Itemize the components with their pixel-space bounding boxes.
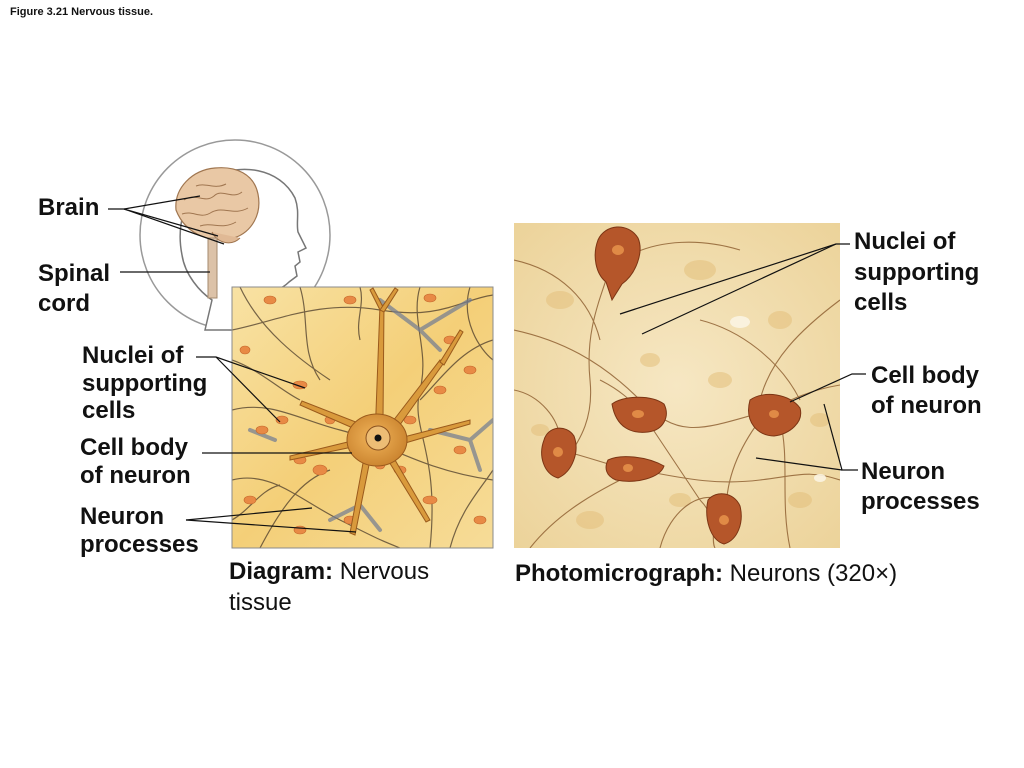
micro-label-processes-line1: Neuron bbox=[861, 458, 945, 485]
spinal-cord-shape bbox=[207, 237, 218, 299]
diagram-label-nuclei-line3: cells bbox=[82, 397, 136, 424]
photo-subtitle-text: Neurons (320×) bbox=[723, 560, 898, 587]
label-spinal-cord-line1: Spinal bbox=[38, 260, 111, 287]
diagram-subtitle-line2: tissue bbox=[229, 589, 292, 616]
micro-neuron-5 bbox=[605, 456, 665, 482]
diagram-label-nuclei-line2: supporting bbox=[82, 370, 208, 397]
diagram-label-cell-body-line2: of neuron bbox=[80, 462, 191, 489]
label-brain: Brain bbox=[38, 194, 100, 221]
diagram-subtitle-text: Nervous bbox=[333, 558, 430, 585]
diagram-subtitle-bold: Diagram: bbox=[229, 558, 334, 585]
label-spinal-cord-line2: cord bbox=[38, 290, 91, 317]
photo-subtitle: Photomicrograph: Neurons (320×) bbox=[515, 559, 897, 589]
micro-label-cell-body-line1: Cell body bbox=[871, 362, 980, 389]
micro-label-cell-body-line2: of neuron bbox=[871, 392, 982, 419]
micro-label-processes-line2: processes bbox=[861, 488, 980, 515]
diagram-label-nuclei-line1: Nuclei of bbox=[82, 342, 184, 369]
diagram-subtitle: Diagram: Nervous bbox=[229, 557, 429, 587]
tissue-diagram bbox=[232, 287, 493, 548]
leader-lines bbox=[108, 195, 866, 533]
figure-title: Figure 3.21 Nervous tissue. bbox=[10, 6, 154, 18]
diagram-label-processes-line2: processes bbox=[80, 531, 199, 558]
diagram-label-processes-line1: Neuron bbox=[80, 503, 164, 530]
photomicrograph bbox=[514, 223, 840, 548]
diagram-label-cell-body-line1: Cell body bbox=[80, 434, 189, 461]
micro-neuron-1 bbox=[594, 226, 641, 302]
micro-label-nuclei-line1: Nuclei of bbox=[854, 228, 956, 255]
micro-label-nuclei-line3: cells bbox=[854, 289, 908, 316]
photo-subtitle-bold: Photomicrograph: bbox=[515, 560, 723, 587]
micro-label-nuclei-line2: supporting bbox=[854, 259, 980, 286]
